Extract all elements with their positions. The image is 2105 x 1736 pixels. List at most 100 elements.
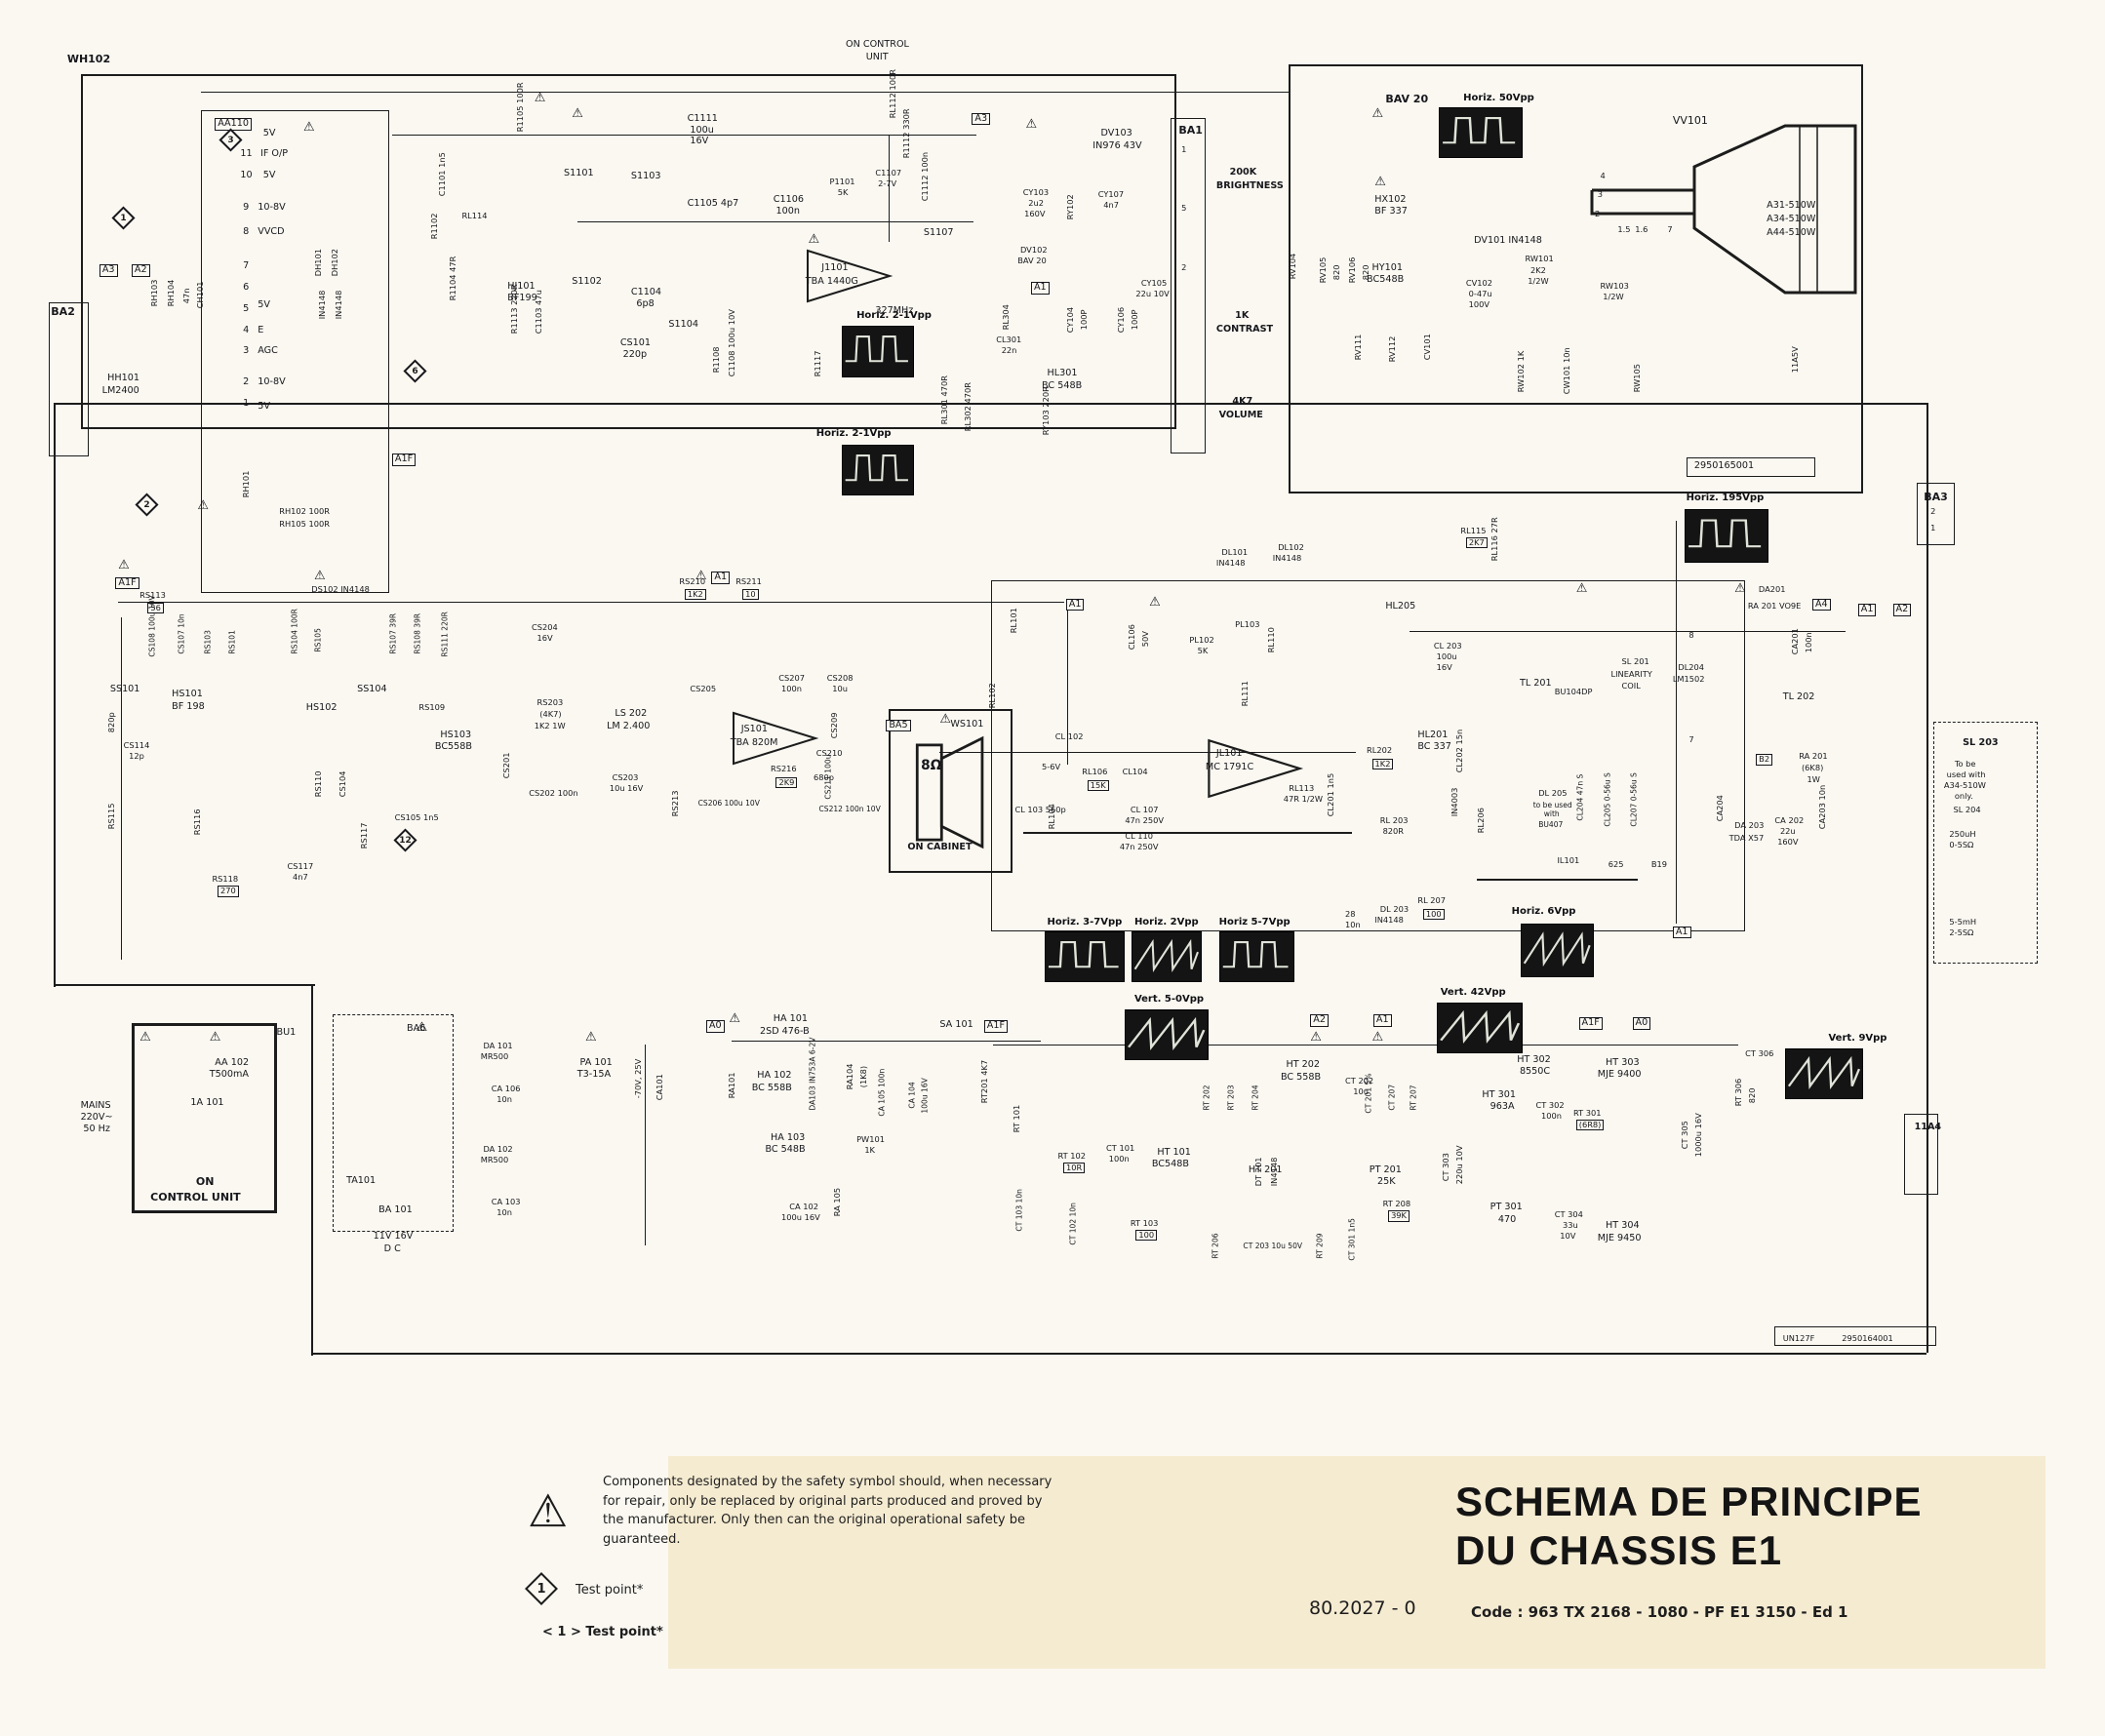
component-label: S1104 bbox=[668, 318, 698, 330]
component-label: 9 bbox=[243, 201, 250, 213]
component-label: 100n bbox=[1540, 1110, 1562, 1121]
component-label: UNIT bbox=[865, 51, 889, 62]
component-label: (1K8) bbox=[857, 1065, 868, 1087]
component-label: CS108 100u 10V bbox=[147, 595, 157, 657]
connector-ref-label: A2 bbox=[1892, 604, 1912, 616]
connector-ref-label: A1 bbox=[1372, 1014, 1392, 1028]
component-label: RV106 bbox=[1346, 256, 1357, 284]
component-label: C1112 100n bbox=[920, 152, 931, 202]
component-label: DA103 IN753A 6-2V bbox=[808, 1037, 817, 1111]
component-label: SS104 bbox=[357, 683, 387, 694]
connector-ref-label: A1 bbox=[1672, 926, 1691, 939]
oscilloscope-waveform bbox=[1436, 1003, 1523, 1054]
component-label: BA 101 bbox=[378, 1203, 413, 1215]
component-label: 2u2 bbox=[1028, 197, 1044, 208]
component-label: RL106 bbox=[1082, 767, 1108, 777]
connector-ref-label: 2K9 bbox=[775, 776, 798, 789]
component-label: DS102 IN4148 bbox=[311, 584, 370, 595]
connector-ref-label: 15K bbox=[1087, 779, 1109, 791]
component-label: IN4148 bbox=[1268, 1158, 1279, 1187]
component-label: 5V bbox=[262, 169, 276, 180]
component-label: HA 102 bbox=[757, 1070, 792, 1082]
component-label: RH101 bbox=[240, 470, 251, 498]
component-label: 100P bbox=[1078, 309, 1089, 331]
schematic-wire bbox=[80, 73, 83, 430]
component-label: RT 102 bbox=[1057, 1150, 1087, 1161]
oscilloscope-waveform bbox=[1125, 1008, 1209, 1061]
component-label: RT 101 bbox=[1011, 1105, 1021, 1133]
component-label: 5V bbox=[258, 400, 270, 412]
component-label: RV105 bbox=[1317, 256, 1328, 284]
component-label: CL207 0-56u S bbox=[1629, 771, 1639, 827]
component-label: VOLUME bbox=[1218, 410, 1263, 421]
component-label: MAINS bbox=[80, 1099, 111, 1111]
component-label: CT 102 10n bbox=[1068, 1203, 1078, 1245]
safety-warning-icon: ⚠ bbox=[808, 232, 820, 248]
safety-note: Components designated by the safety symb… bbox=[525, 1473, 1149, 1549]
component-label: 4n7 bbox=[293, 871, 308, 882]
component-label: MJE 9400 bbox=[1597, 1068, 1642, 1080]
component-label: CV102 bbox=[1465, 278, 1493, 289]
component-label: RS118 bbox=[212, 874, 239, 885]
component-label: CS202 100n bbox=[529, 788, 578, 799]
schematic-title-line2: DU CHASSIS E1 bbox=[1455, 1527, 1783, 1573]
component-label: CL 110 bbox=[1125, 831, 1154, 842]
component-label: CS206 100u 10V bbox=[697, 799, 760, 809]
component-label: RL115 bbox=[1460, 525, 1487, 535]
component-label: HX102 bbox=[1374, 193, 1407, 205]
component-label: RL304 bbox=[1000, 304, 1011, 331]
safety-warning-icon: ⚠ bbox=[209, 1029, 221, 1045]
component-label: RS108 39R bbox=[413, 613, 422, 654]
safety-warning-icon: ⚠ bbox=[1310, 1029, 1322, 1045]
component-label: 200K bbox=[1229, 167, 1257, 178]
safety-note-line: guaranteed. bbox=[603, 1531, 681, 1547]
component-label: RY103 220R bbox=[1040, 385, 1051, 435]
component-label: 0-47u bbox=[1468, 289, 1492, 299]
schematic-outline bbox=[1932, 722, 2039, 965]
component-label: 2SD 476-B bbox=[759, 1025, 810, 1037]
component-label: 5-6V bbox=[1041, 761, 1061, 771]
schematic-wire bbox=[1926, 402, 1929, 1354]
component-label: VV101 bbox=[1672, 114, 1708, 128]
component-label: 2-7V bbox=[878, 178, 897, 189]
component-label: ON bbox=[195, 1174, 215, 1188]
component-label: RL206 bbox=[1475, 808, 1486, 834]
component-label: 5V bbox=[258, 299, 270, 311]
component-label: LINEARITY bbox=[1610, 668, 1652, 679]
component-label: 100P bbox=[1129, 309, 1139, 331]
test-point-marker: 1 bbox=[111, 206, 136, 230]
component-label: JL101 bbox=[1215, 747, 1243, 759]
schematic-outline bbox=[1686, 457, 1815, 477]
connector-ref-label: A1F bbox=[983, 1019, 1009, 1033]
connector-ref-label: A1F bbox=[391, 454, 417, 466]
component-label: 10u bbox=[832, 683, 849, 693]
component-label: 33u bbox=[1562, 1220, 1578, 1231]
component-label: 1/2W bbox=[1603, 292, 1624, 302]
component-label: BAV 20 bbox=[1017, 255, 1047, 265]
safety-warning-icon: ⚠ bbox=[572, 106, 583, 122]
test-point-label: Test point* bbox=[576, 1583, 644, 1598]
component-label: RA 201 VO9E bbox=[1747, 600, 1802, 611]
ic-amplifier-symbol bbox=[1208, 738, 1304, 799]
component-label: HA 103 bbox=[770, 1131, 806, 1143]
component-label: JS101 bbox=[740, 724, 769, 735]
component-label: 22u bbox=[1779, 825, 1796, 836]
component-label: RS101 bbox=[227, 630, 237, 654]
oscilloscope-waveform bbox=[1685, 508, 1768, 563]
component-label: SL 203 bbox=[1963, 736, 1999, 748]
component-label: CS114 bbox=[123, 739, 150, 750]
test-point-legend-line2: < 1 > Test point* bbox=[542, 1625, 663, 1639]
component-label: 820 bbox=[1331, 264, 1341, 281]
component-label: 47n 250V bbox=[1125, 814, 1165, 825]
component-label: RW105 bbox=[1631, 363, 1642, 392]
component-label: 100u 16V bbox=[780, 1212, 820, 1223]
connector-ref-label: A1F bbox=[115, 576, 139, 590]
component-label: CL104 bbox=[1122, 767, 1148, 777]
speaker-symbol bbox=[915, 735, 984, 849]
component-label: CL 107 bbox=[1130, 804, 1159, 814]
component-label: TBA 1440G bbox=[805, 275, 858, 287]
connector-ref-label: 10 bbox=[742, 589, 759, 601]
connector-ref-label: 39K bbox=[1388, 1210, 1410, 1222]
component-label: 5K bbox=[837, 186, 849, 197]
component-label: TA101 bbox=[346, 1174, 377, 1186]
